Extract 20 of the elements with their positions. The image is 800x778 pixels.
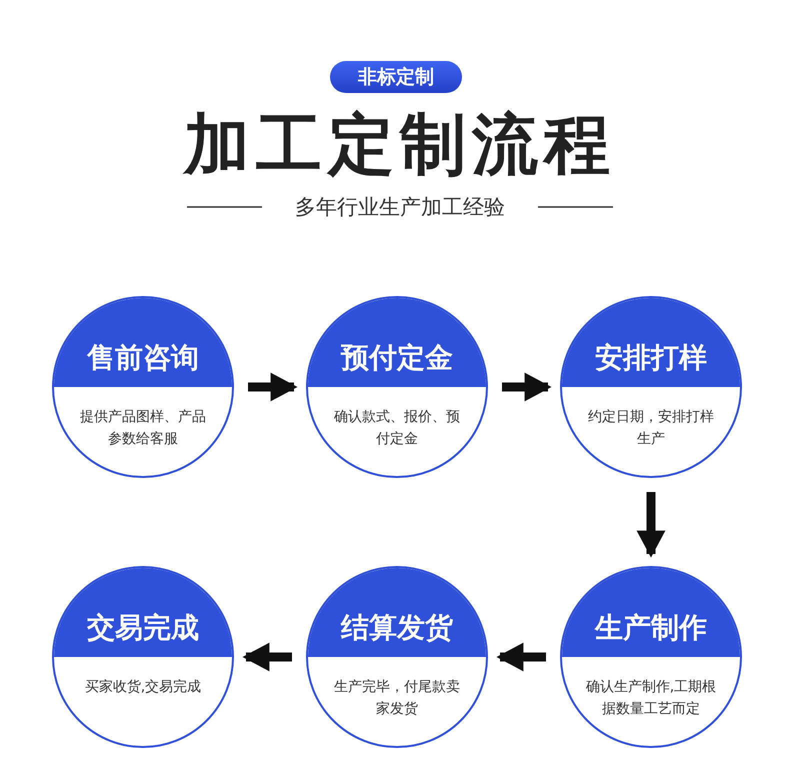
step-title: 售前咨询 [86, 340, 200, 376]
badge-label: 非标定制 [330, 61, 462, 93]
step-description: 生产完毕，付尾款卖家发货 [333, 678, 461, 719]
arrow [502, 372, 552, 402]
step-title: 预付定金 [340, 340, 454, 376]
step-title: 生产制作 [593, 610, 708, 646]
step-title: 安排打样 [594, 340, 708, 376]
step-description: 提供产品图样、产品参数给客服 [79, 408, 207, 449]
arrow [242, 642, 292, 672]
arrow [248, 372, 298, 402]
arrow [496, 642, 546, 672]
arrow [636, 492, 666, 558]
subtitle: 多年行业生产加工经验 [294, 194, 506, 221]
step-description: 约定日期，安排打样生产 [587, 408, 715, 449]
step-description: 买家收货,交易完成 [84, 678, 202, 697]
step-title: 交易完成 [86, 610, 200, 646]
step-description: 确认款式、报价、预付定金 [333, 408, 461, 449]
page-title: 加工定制流程 [182, 105, 617, 185]
step-title: 结算发货 [340, 610, 454, 646]
step-description: 确认生产制作,工期根据数量工艺而定 [584, 678, 718, 719]
